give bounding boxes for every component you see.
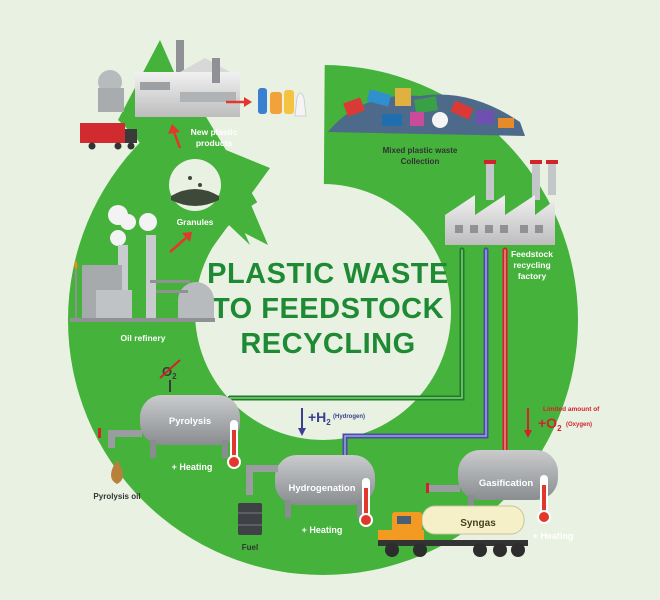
plastic-products [258, 88, 307, 117]
plastic-waste-pile [328, 88, 525, 136]
syngas-truck [378, 505, 528, 557]
hydrogenation-heating: + Heating [302, 525, 343, 535]
fuel-barrel-icon [238, 503, 262, 535]
pyrolysis-label: Pyrolysis [169, 416, 211, 427]
collection-label-1: Mixed plastic waste [383, 146, 458, 155]
oil-refinery [70, 205, 215, 322]
granules-icon [169, 159, 221, 211]
gasification-heating: + Heating [533, 531, 574, 541]
svg-text:+O2: +O2 [538, 415, 562, 433]
syngas-label: Syngas [460, 518, 496, 529]
thermometer-icon [227, 420, 241, 469]
product-arrow [226, 97, 252, 107]
factory-label-3: factory [518, 271, 547, 281]
gasification-label: Gasification [479, 478, 534, 489]
factory-label-1: Feedstock [511, 249, 553, 259]
hydrogen-input: +H2 (Hydrogen) [298, 408, 365, 436]
products-up-arrow [168, 124, 182, 149]
pyrolysis-oil-label: Pyrolysis oil [93, 492, 140, 501]
collection-label-2: Collection [401, 157, 440, 166]
factory-label-2: recycling [513, 260, 550, 270]
hydrogenation-label: Hydrogenation [288, 483, 355, 494]
main-title: PLASTIC WASTE TO FEEDSTOCK RECYCLING [207, 258, 449, 360]
oxygen-input: Limited amount of +O2 (Oxygen) [524, 406, 600, 438]
bag-icon [294, 92, 307, 117]
refinery-label: Oil refinery [121, 333, 166, 343]
title-line-3: RECYCLING [240, 328, 415, 360]
thermometer-icon [359, 478, 373, 527]
thermometer-icon [537, 475, 551, 524]
granules-arrow [169, 232, 192, 253]
bottle-icon [284, 90, 294, 114]
bottle-icon [258, 88, 267, 114]
oil-drop-icon [111, 460, 123, 484]
granules-label: Granules [177, 217, 214, 227]
plastic-products-factory [98, 40, 240, 117]
svg-text:Limited amount of: Limited amount of [543, 406, 600, 413]
hydrogenation-tank [246, 455, 375, 518]
svg-text:(Hydrogen): (Hydrogen) [333, 414, 365, 420]
fuel-label: Fuel [242, 543, 258, 552]
pyrolysis-tank [98, 395, 240, 458]
products-label-2: products [196, 138, 233, 148]
pipes [227, 247, 508, 461]
title-line-1: PLASTIC WASTE [207, 258, 449, 290]
svg-text:(Oxygen): (Oxygen) [566, 422, 592, 428]
products-label-1: New plastic [191, 127, 238, 137]
title-line-2: TO FEEDSTOCK [212, 293, 444, 325]
feedstock-factory [445, 160, 558, 245]
no-oxygen-symbol: O2 [159, 359, 181, 392]
jug-icon [270, 92, 282, 114]
truck-red [80, 123, 137, 150]
pyrolysis-heating: + Heating [172, 462, 213, 472]
svg-text:+H2: +H2 [308, 409, 331, 427]
